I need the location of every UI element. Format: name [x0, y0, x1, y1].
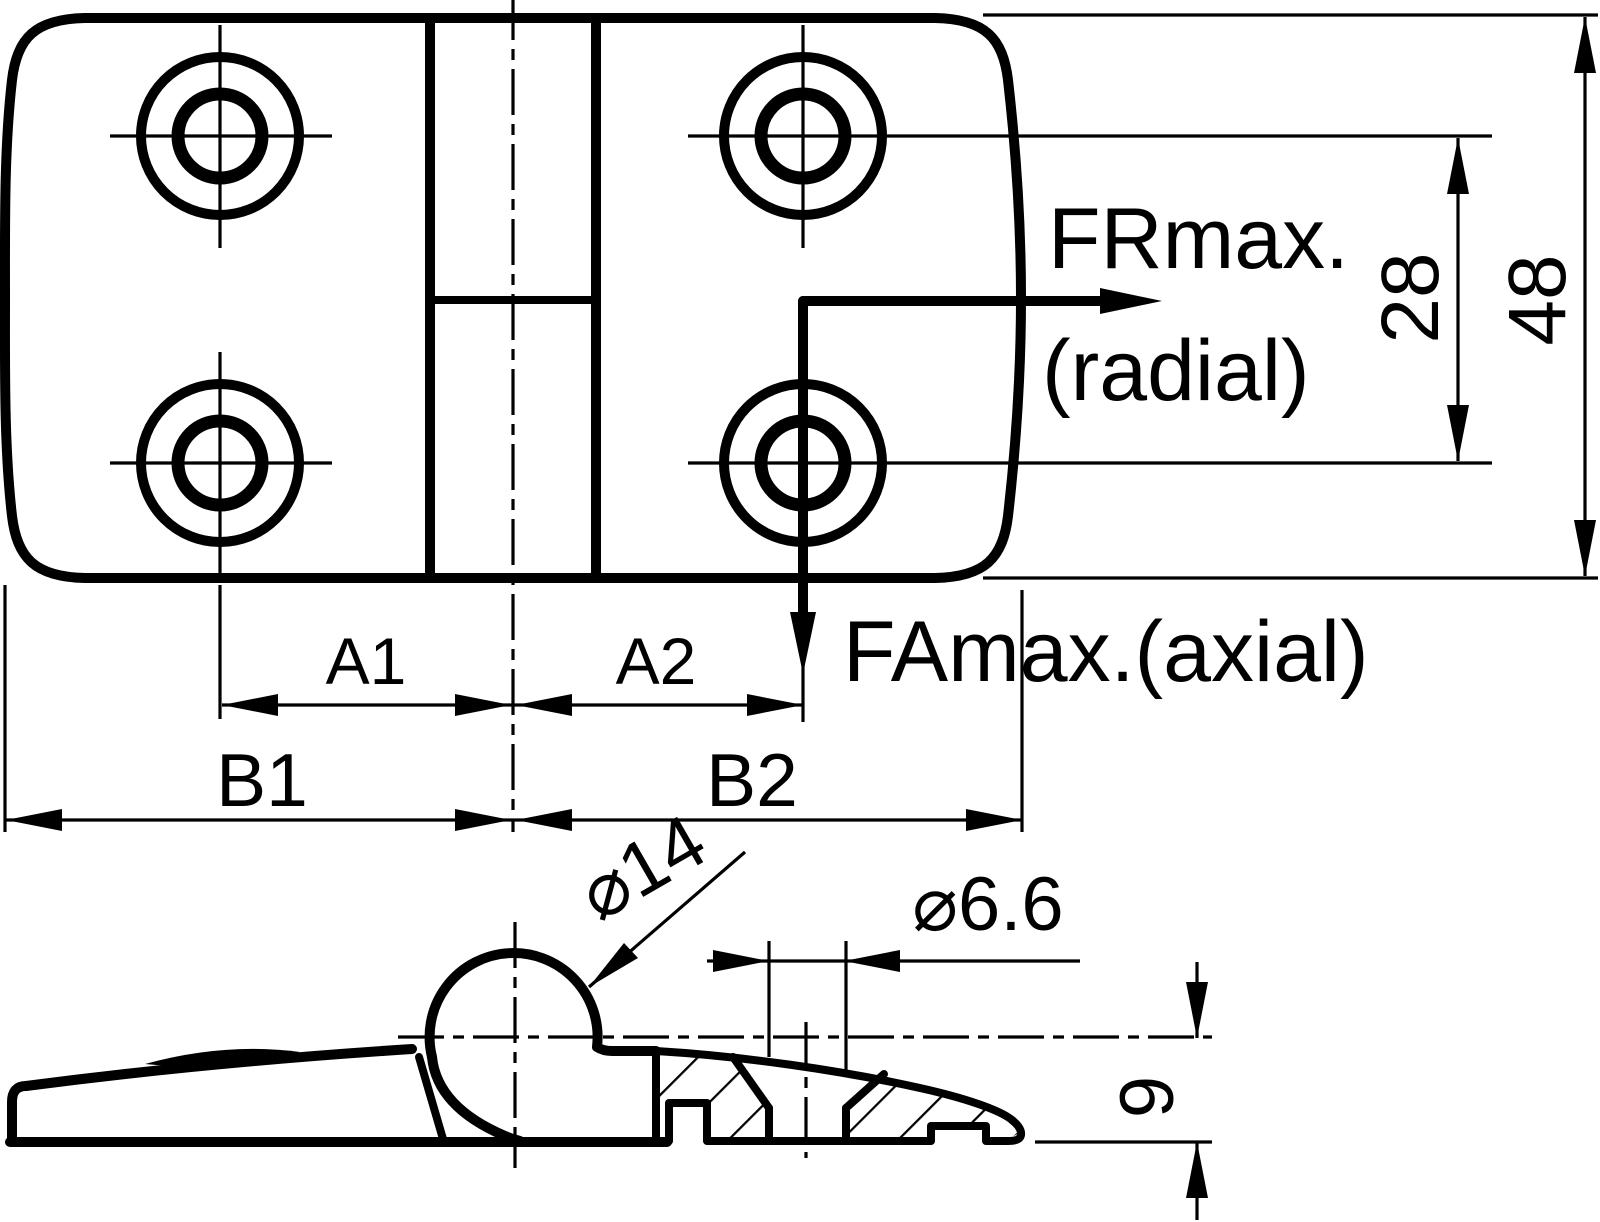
dim-28-arrow-bottom [1447, 405, 1469, 461]
section-hatch-left-of-hole [658, 1052, 768, 1140]
left-leaf-end-edge [7, 1081, 31, 1147]
label-dim-b2: B2 [706, 738, 798, 822]
dim-a2-arrow-right [747, 694, 803, 716]
left-leaf-knuckle-edge [415, 1053, 447, 1143]
knuckle-circle [424, 948, 661, 1062]
dim-b2-arrow-right [966, 809, 1022, 831]
dim-a1-arrow-right [455, 694, 511, 716]
dim-b2-arrow-left [516, 809, 572, 831]
dim-b1-arrow-left [6, 809, 62, 831]
force-axial-arrowhead [790, 612, 816, 674]
hinge-plan-outline [0, 13, 1026, 583]
dim-9-arrow-top [1186, 982, 1208, 1038]
dim-a2-arrow-left [516, 694, 572, 716]
countersink-cone-left [729, 1053, 773, 1112]
label-dim-a1: A1 [326, 624, 407, 698]
dim-dia66-arrow-left [713, 950, 769, 972]
label-dia-hole: ⌀6.6 [912, 862, 1063, 947]
label-dim-b1: B1 [216, 738, 308, 822]
dim-28-arrow-top [1447, 138, 1469, 194]
countersink-cone-right [842, 1070, 888, 1112]
dim-48-arrow-bottom [1574, 520, 1596, 576]
dim-dia66-arrow-right [844, 950, 900, 972]
label-dim-28: 28 [1365, 252, 1456, 343]
dim-9-arrow-bottom [1186, 1142, 1208, 1198]
dim-48-arrow-top [1574, 17, 1596, 73]
leader-dia14-arrowhead [589, 943, 638, 987]
knuckle-lower-blend [427, 1052, 525, 1146]
dim-b1-arrow-right [455, 809, 511, 831]
section-outline [652, 1047, 1026, 1145]
label-dim-48: 48 [1492, 254, 1583, 345]
dim-a1-arrow-left [222, 694, 278, 716]
label-force-axial: FAmax.(axial) [843, 604, 1369, 700]
label-force-radial-sub: (radial) [1042, 323, 1310, 419]
label-dim-9: 9 [1105, 1076, 1190, 1118]
label-force-radial: FRmax. [1048, 191, 1349, 287]
left-leaf-surface-groove [145, 1048, 300, 1067]
label-dim-a2: A2 [616, 624, 697, 698]
force-radial-arrowhead [1100, 288, 1162, 314]
